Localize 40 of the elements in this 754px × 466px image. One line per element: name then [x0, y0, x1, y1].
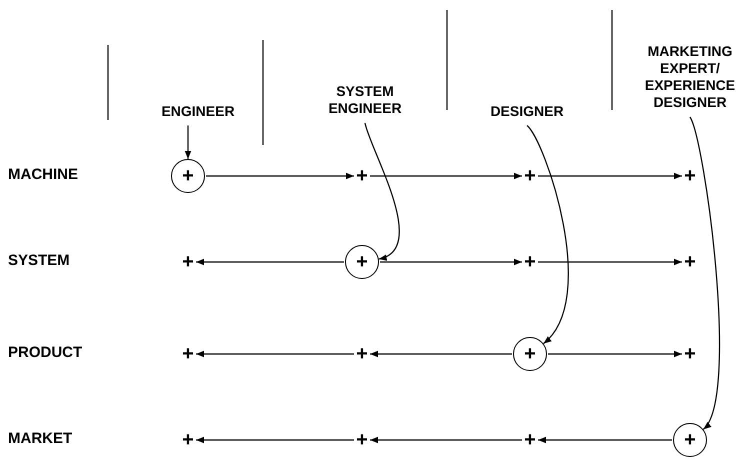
- arrow: [196, 350, 354, 358]
- plus-mark: +: [523, 431, 537, 449]
- plus-mark: +: [355, 431, 369, 449]
- circled-plus: +: [513, 337, 547, 371]
- arrow: [196, 258, 344, 266]
- arrow: [364, 122, 400, 260]
- row-label: SYSTEM: [8, 252, 70, 268]
- plus-mark: +: [181, 431, 195, 449]
- arrow: [548, 350, 682, 358]
- plus-mark: +: [523, 167, 537, 185]
- arrow: [538, 436, 672, 444]
- arrow: [370, 350, 512, 358]
- plus-mark: +: [355, 345, 369, 363]
- plus-mark: +: [683, 167, 697, 185]
- plus-mark: +: [181, 345, 195, 363]
- plus-mark: +: [355, 167, 369, 185]
- plus-mark: +: [523, 253, 537, 271]
- row-label: PRODUCT: [8, 344, 82, 360]
- arrow: [206, 172, 354, 180]
- arrow: [370, 172, 522, 180]
- arrow: [370, 436, 522, 444]
- arrow: [380, 258, 522, 266]
- arrow: [689, 116, 720, 430]
- row-label: MARKET: [8, 430, 72, 446]
- arrow: [184, 126, 192, 159]
- plus-mark: +: [683, 345, 697, 363]
- arrow: [526, 125, 569, 344]
- column-header: ENGINEER: [133, 102, 263, 120]
- arrow: [538, 258, 682, 266]
- arrow: [538, 172, 682, 180]
- column-header: DESIGNER: [462, 102, 592, 120]
- plus-mark: +: [683, 253, 697, 271]
- circled-plus: +: [673, 423, 707, 457]
- row-label: MACHINE: [8, 166, 78, 182]
- plus-mark: +: [181, 253, 195, 271]
- column-header: SYSTEM ENGINEER: [300, 83, 430, 117]
- arrow: [196, 436, 354, 444]
- column-header: MARKETING EXPERT/ EXPERIENCE DESIGNER: [625, 43, 754, 111]
- circled-plus: +: [345, 245, 379, 279]
- circled-plus: +: [171, 159, 205, 193]
